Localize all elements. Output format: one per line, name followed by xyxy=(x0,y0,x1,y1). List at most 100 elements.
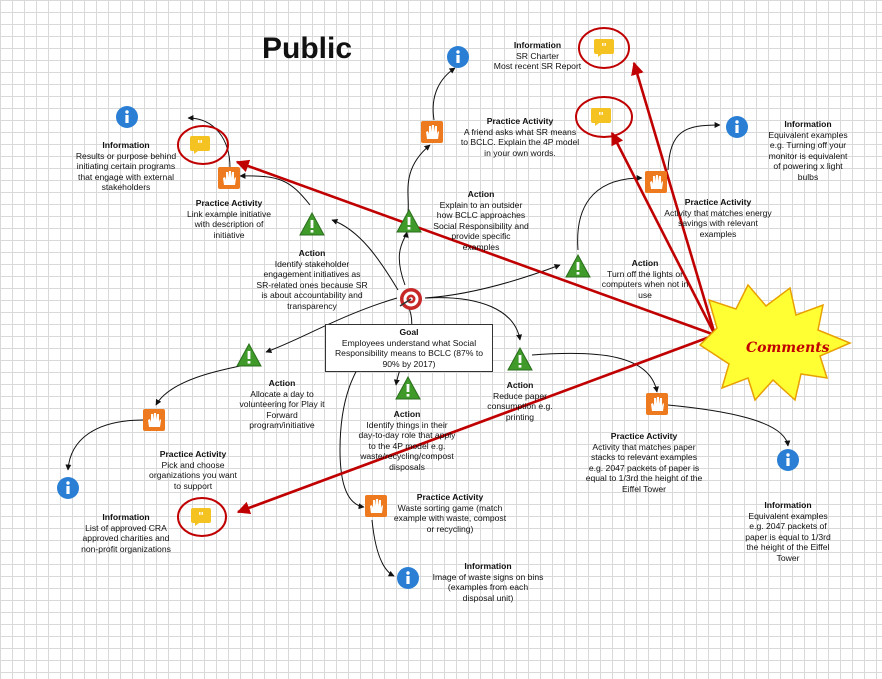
node-info-results[interactable]: Information Results or purpose behind in… xyxy=(62,140,190,193)
info-icon[interactable] xyxy=(396,566,420,590)
node-title: Practice Activity xyxy=(416,492,484,502)
node-title: Information xyxy=(102,140,150,150)
info-icon[interactable] xyxy=(56,476,80,500)
node-title: Action xyxy=(298,248,326,258)
node-title: Practice Activity xyxy=(684,197,752,207)
node-title: Information xyxy=(764,500,812,510)
node-action-volunteer[interactable]: Action Allocate a day to volunteering fo… xyxy=(226,378,338,431)
node-title: Practice Activity xyxy=(159,449,227,459)
node-action-paper[interactable]: Action Reduce paper consumption e.g. pri… xyxy=(472,380,568,422)
node-line: or recycling) xyxy=(426,523,474,534)
node-pa-friend[interactable]: Practice Activity A friend asks what SR … xyxy=(450,116,590,158)
node-title: Action xyxy=(467,189,495,199)
node-line: Most recent SR Report xyxy=(493,61,582,71)
node-line: monitor is equivalent xyxy=(768,150,848,161)
node-line: printing xyxy=(505,411,535,422)
node-title: Information xyxy=(784,119,832,129)
goal-heading: Goal xyxy=(399,327,419,337)
node-pa-energy[interactable]: Practice Activity Activity that matches … xyxy=(656,197,780,239)
node-line: stacks to relevant examples xyxy=(590,452,698,462)
node-line: with description of xyxy=(194,219,264,229)
node-info-equiv-energy[interactable]: Information Equivalent examples e.g. Tur… xyxy=(756,119,860,182)
node-line: SR Charter xyxy=(516,50,559,61)
node-line: Image of waste signs on bins xyxy=(432,571,544,582)
practice-activity-hand-icon[interactable] xyxy=(218,167,240,189)
comments-starburst xyxy=(698,283,852,402)
node-line: computers when not in xyxy=(601,279,689,289)
info-icon[interactable] xyxy=(446,45,470,69)
svg-text:": " xyxy=(601,41,607,54)
node-line: to BCLC. Explain the 4P model xyxy=(460,137,580,147)
node-line: Eiffel Tower xyxy=(621,483,667,494)
node-line: initiative xyxy=(213,229,245,240)
node-line: volunteering for Play it xyxy=(239,399,325,409)
node-line: e.g. 2047 packets of xyxy=(749,521,827,531)
node-line: engagement initiatives as xyxy=(263,269,361,279)
node-line: Waste sorting game (match xyxy=(397,502,503,513)
node-action-stakeholder[interactable]: Action Identify stakeholder engagement i… xyxy=(246,248,378,311)
node-line: approved charities and xyxy=(82,533,170,543)
node-line: Reduce paper xyxy=(493,390,547,401)
node-action-explain[interactable]: Action Explain to an outsider how BCLC a… xyxy=(420,189,542,252)
node-line: e.g. 2047 packets of paper is xyxy=(588,462,700,473)
practice-activity-hand-icon[interactable] xyxy=(143,409,165,431)
node-pa-link[interactable]: Practice Activity Link example initiativ… xyxy=(174,198,284,240)
node-line: to the 4P model e.g. xyxy=(368,440,446,451)
practice-activity-hand-icon[interactable] xyxy=(645,171,667,193)
comment-quote-icon[interactable]: " xyxy=(190,136,210,154)
node-line: waste/recycling/compost xyxy=(360,451,454,461)
node-info-bins[interactable]: Information Image of waste signs on bins… xyxy=(418,561,558,603)
practice-activity-hand-icon[interactable] xyxy=(421,121,443,143)
comment-quote-icon[interactable]: " xyxy=(594,39,614,57)
node-title: Action xyxy=(393,409,421,419)
node-line: SR-related ones because SR xyxy=(256,279,368,290)
comment-quote-icon[interactable]: " xyxy=(591,108,611,126)
node-line: example with waste, compost xyxy=(393,513,507,523)
node-line: Activity that matches energy xyxy=(664,207,772,218)
node-line: Identify stakeholder xyxy=(274,258,350,269)
node-line: Forward xyxy=(266,409,298,420)
action-warning-icon[interactable] xyxy=(565,254,591,278)
node-line: equal to 1/3rd the height of the xyxy=(585,473,703,483)
node-line: is about accountability and xyxy=(261,290,363,300)
action-warning-icon[interactable] xyxy=(395,376,421,400)
node-line: examples xyxy=(699,228,737,239)
node-action-lights[interactable]: Action Turn off the lights or computers … xyxy=(590,258,700,300)
node-title: Information xyxy=(102,512,150,522)
node-line: disposal unit) xyxy=(462,592,514,603)
svg-text:": " xyxy=(197,138,203,151)
node-line: that engage with external xyxy=(77,171,175,182)
node-line: bulbs xyxy=(797,171,819,182)
node-line: e.g. Turning off your xyxy=(769,140,847,150)
action-warning-icon[interactable] xyxy=(299,212,325,236)
practice-activity-hand-icon[interactable] xyxy=(365,495,387,517)
comment-highlight-circles xyxy=(177,27,633,537)
node-title: Action xyxy=(506,380,534,390)
info-icon[interactable] xyxy=(725,115,749,139)
info-icon[interactable] xyxy=(115,105,139,129)
node-title: Action xyxy=(631,258,659,268)
node-line: Results or purpose behind xyxy=(75,150,177,161)
action-warning-icon[interactable] xyxy=(396,209,422,233)
comment-quote-icon[interactable]: " xyxy=(191,508,211,526)
info-icon[interactable] xyxy=(776,448,800,472)
node-line: Tower xyxy=(776,552,800,563)
node-pa-paper[interactable]: Practice Activity Activity that matches … xyxy=(580,431,708,494)
node-pa-charities[interactable]: Practice Activity Pick and choose organi… xyxy=(138,449,248,491)
node-line: in your own words. xyxy=(484,147,556,158)
action-warning-icon[interactable] xyxy=(507,347,533,371)
node-info-cra[interactable]: Information List of approved CRA approve… xyxy=(70,512,182,554)
practice-activity-hand-icon[interactable] xyxy=(646,393,668,415)
node-action-identify[interactable]: Action Identify things in their day-to-d… xyxy=(348,409,466,472)
node-info-charter[interactable]: Information SR Charter Most recent SR Re… xyxy=(470,40,605,72)
node-pa-waste[interactable]: Practice Activity Waste sorting game (ma… xyxy=(384,492,516,534)
node-info-eiffel[interactable]: Information Equivalent examples e.g. 204… xyxy=(738,500,838,563)
action-warning-icon[interactable] xyxy=(236,343,262,367)
node-line: Social Responsibility and xyxy=(433,220,529,231)
node-line: day-to-day role that apply xyxy=(358,430,456,440)
svg-text:": " xyxy=(598,110,604,123)
node-line: Identify things in their xyxy=(366,419,448,430)
goal-text: Employees understand what Social Respons… xyxy=(334,337,484,369)
goal-box[interactable]: Goal Employees understand what Social Re… xyxy=(325,324,493,372)
goal-target-icon[interactable] xyxy=(396,286,426,312)
